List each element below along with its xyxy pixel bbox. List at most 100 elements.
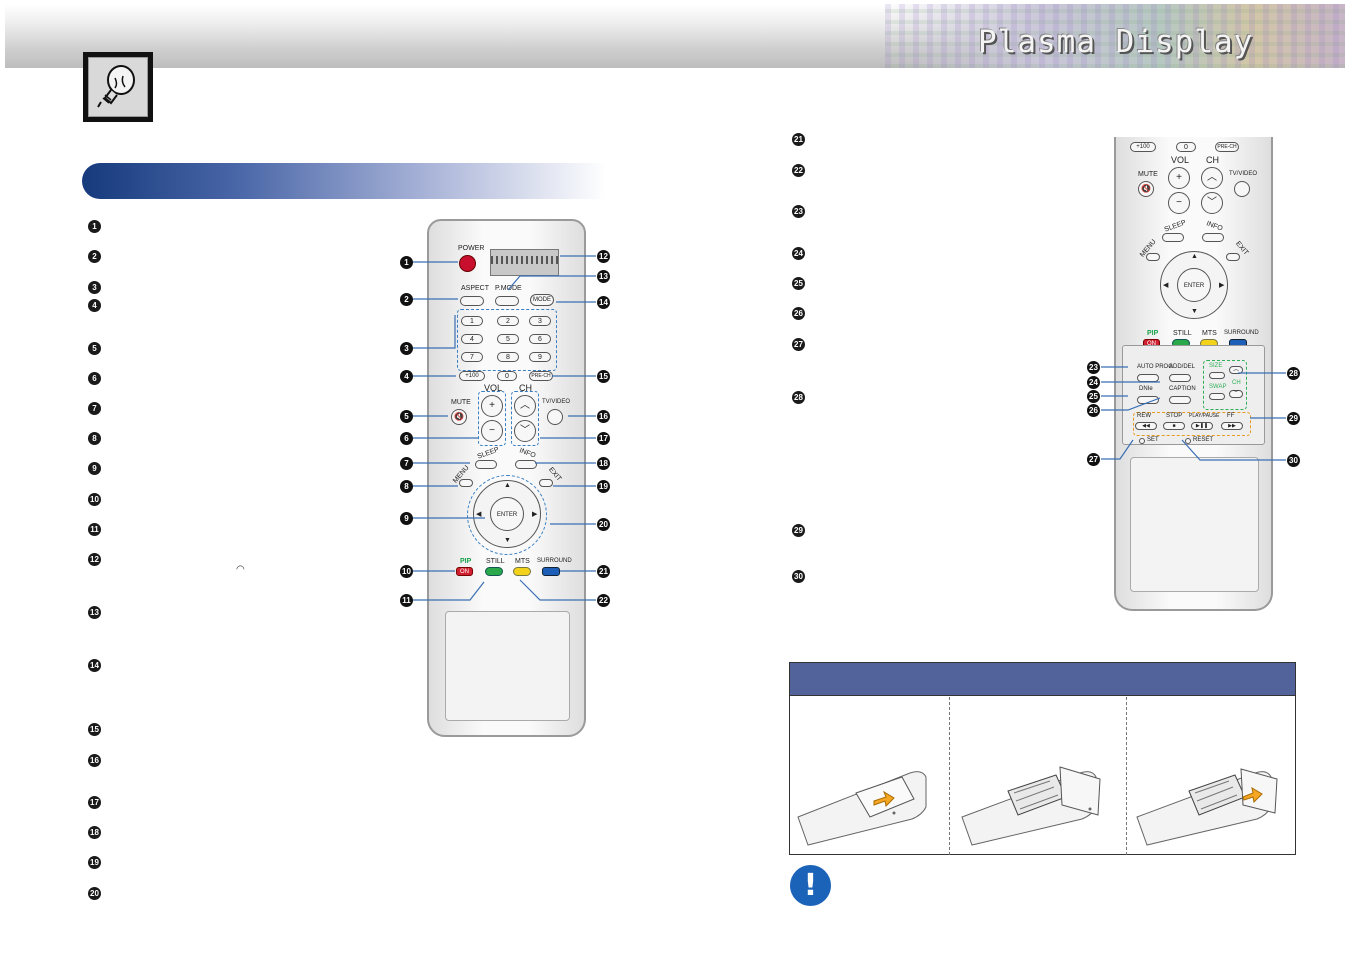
- list-marker-22: 22: [792, 164, 805, 177]
- ch-small-down-button[interactable]: ﹀: [1229, 390, 1243, 398]
- digit-9-button[interactable]: 9: [529, 352, 551, 362]
- digit-0-button[interactable]: 0: [497, 371, 517, 381]
- digit-8-button[interactable]: 8: [497, 352, 519, 362]
- enter-button[interactable]: ENTER: [490, 497, 524, 531]
- mute-button-2[interactable]: 🔇: [1138, 181, 1154, 197]
- vol-down-button-2[interactable]: −: [1168, 192, 1190, 214]
- prech-button-2[interactable]: PRE-CH: [1215, 142, 1239, 152]
- add-del-label: ADD/DEL: [1169, 364, 1196, 370]
- ch-up-button[interactable]: ︿: [514, 395, 536, 417]
- rew-button[interactable]: ◀◀: [1135, 422, 1157, 430]
- digit-6-label: 6: [538, 336, 542, 343]
- auto-prog-button[interactable]: [1137, 374, 1159, 382]
- info-button[interactable]: [515, 460, 537, 469]
- chevron-down-icon: ﹀: [520, 425, 530, 436]
- sleep-button-2[interactable]: [1162, 233, 1184, 242]
- plus100-button[interactable]: +100: [459, 371, 485, 381]
- exit-button-2[interactable]: [1226, 253, 1240, 261]
- plus100-button-2[interactable]: +100: [1130, 142, 1156, 152]
- stop-button[interactable]: ■: [1163, 422, 1185, 430]
- list-marker-29: 29: [792, 524, 805, 537]
- list-marker-1: 1: [88, 220, 101, 233]
- mts-button[interactable]: [513, 567, 531, 576]
- lightbulb-icon: [83, 52, 153, 122]
- callout-8: 8: [400, 480, 413, 493]
- table-header-bar: [790, 663, 1295, 696]
- play-pause-icon: ▶❚❚: [1195, 423, 1209, 429]
- list-marker-18: 18: [88, 826, 101, 839]
- nav-ring[interactable]: ▲ ▼ ◀ ▶: [473, 480, 541, 548]
- digit-2-button[interactable]: 2: [497, 316, 519, 326]
- mute-button[interactable]: 🔇: [451, 409, 467, 425]
- vol-up-button[interactable]: +: [481, 395, 503, 417]
- ch-down-button-2[interactable]: ﹀: [1201, 192, 1223, 214]
- remote-control-front: POWER ASPECT P.MODE MODE 1 2 3 4 5 6 7 8…: [427, 219, 586, 737]
- enter-button-2[interactable]: ENTER: [1177, 268, 1211, 302]
- info-button-2[interactable]: [1202, 233, 1224, 242]
- aspect-button[interactable]: [460, 296, 484, 306]
- callout-26: 26: [1087, 404, 1100, 417]
- right-arrow-icon: ▶: [532, 511, 538, 518]
- set-button[interactable]: [1139, 438, 1145, 444]
- callout-11: 11: [400, 594, 413, 607]
- tvvideo-button-2[interactable]: [1234, 181, 1250, 197]
- digit-0-button-2[interactable]: 0: [1176, 142, 1196, 152]
- sleep-button[interactable]: [475, 460, 497, 469]
- ff-button[interactable]: ▶▶: [1221, 422, 1243, 430]
- ch-up-button-2[interactable]: ︿: [1201, 167, 1223, 189]
- reset-button[interactable]: [1185, 438, 1191, 444]
- digit-5-button[interactable]: 5: [497, 334, 519, 344]
- battery-step-2: [950, 697, 1127, 855]
- callout-9: 9: [400, 512, 413, 525]
- caption-button[interactable]: [1169, 396, 1191, 404]
- dnie-button[interactable]: [1137, 396, 1159, 404]
- info-label-2: INFO: [1205, 220, 1224, 233]
- chevron-up-icon-2: ︿: [1207, 172, 1217, 183]
- down-arrow-icon-2: ▼: [1191, 308, 1198, 315]
- digit-0-label: 0: [505, 373, 509, 380]
- ch-small-up-button[interactable]: ︿: [1229, 366, 1243, 374]
- section-heading-bar: [82, 163, 606, 199]
- surround-button[interactable]: [542, 567, 560, 576]
- vol-up-button-2[interactable]: +: [1168, 167, 1190, 189]
- pmode-label: P.MODE: [495, 285, 522, 292]
- dnie-label: DNIe: [1139, 386, 1153, 392]
- play-pause-label: PLAY/PAUSE: [1189, 413, 1220, 419]
- up-arrow-icon-2: ▲: [1191, 253, 1198, 260]
- number-pad-group: [457, 309, 557, 371]
- vol-down-button[interactable]: −: [481, 420, 503, 442]
- power-label: POWER: [458, 245, 485, 252]
- swap-button[interactable]: [1209, 393, 1225, 400]
- add-del-button[interactable]: [1169, 374, 1191, 382]
- set-label: SET: [1147, 437, 1159, 443]
- menu-button-2[interactable]: [1146, 253, 1160, 261]
- play-pause-button[interactable]: ▶❚❚: [1191, 422, 1213, 430]
- tvvideo-button[interactable]: [547, 409, 563, 425]
- still-label: STILL: [486, 558, 505, 565]
- digit-3-button[interactable]: 3: [529, 316, 551, 326]
- digit-7-button[interactable]: 7: [461, 352, 483, 362]
- ch-down-button[interactable]: ﹀: [514, 420, 536, 442]
- pmode-button[interactable]: [495, 296, 519, 306]
- menu-button[interactable]: [459, 479, 473, 487]
- pip-on-button[interactable]: ON: [456, 567, 473, 576]
- digit-4-button[interactable]: 4: [461, 334, 483, 344]
- callout-23: 23: [1087, 361, 1100, 374]
- speaker-mute-icon-2: 🔇: [1141, 184, 1151, 193]
- digit-1-button[interactable]: 1: [461, 316, 483, 326]
- still-button[interactable]: [485, 567, 503, 576]
- list-marker-20: 20: [88, 887, 101, 900]
- mode-button[interactable]: MODE: [530, 294, 554, 306]
- exit-button[interactable]: [539, 479, 553, 487]
- power-button[interactable]: [459, 255, 476, 272]
- digit-8-label: 8: [506, 354, 510, 361]
- header-circuit-art: [885, 4, 1345, 68]
- prech-button[interactable]: PRE-CH: [529, 371, 553, 381]
- callout-20: 20: [597, 518, 610, 531]
- rew-label: REW: [1137, 413, 1151, 419]
- size-button[interactable]: [1209, 372, 1225, 379]
- up-arrow-icon: ▲: [504, 482, 511, 489]
- nav-pad-group: [467, 475, 547, 555]
- digit-6-button[interactable]: 6: [529, 334, 551, 344]
- tvvideo-label-2: TV/VIDEO: [1229, 171, 1258, 177]
